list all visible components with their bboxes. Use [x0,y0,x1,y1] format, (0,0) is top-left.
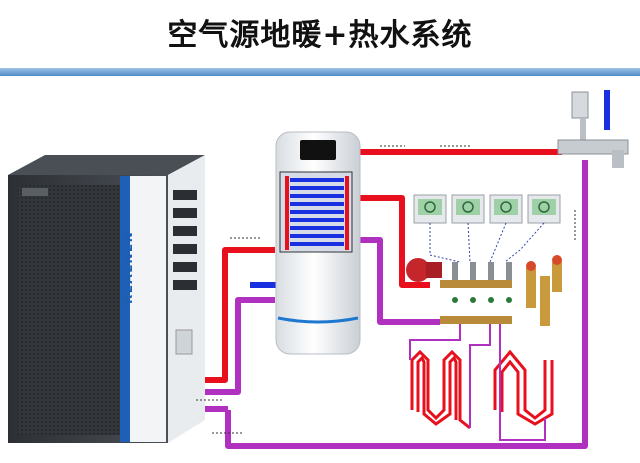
valve-group [526,255,562,326]
floor-loop-feeds [409,322,546,441]
tank-blue-band [277,316,359,324]
circulation-pump [406,258,442,282]
hot-supply-pipe [186,149,562,383]
thermostat-2 [451,194,485,224]
heat-pump-brand: REALNEN [121,230,135,304]
floor-heating-loop-left [410,349,471,430]
heating-coil [290,178,344,246]
flow-arrows [196,145,576,434]
floor-heating-loop-right [493,349,554,426]
thermostat-wires [429,222,545,263]
thermostat-1 [413,194,447,224]
manifold [440,262,512,324]
thermostat-3 [489,194,523,224]
heat-pump-unit [8,155,205,443]
page-title: 空气源地暖+热水系统 [167,18,473,53]
thermostat-4 [527,194,561,224]
faucet [557,90,629,168]
title-underline [0,68,640,76]
return-pipe [186,160,588,449]
